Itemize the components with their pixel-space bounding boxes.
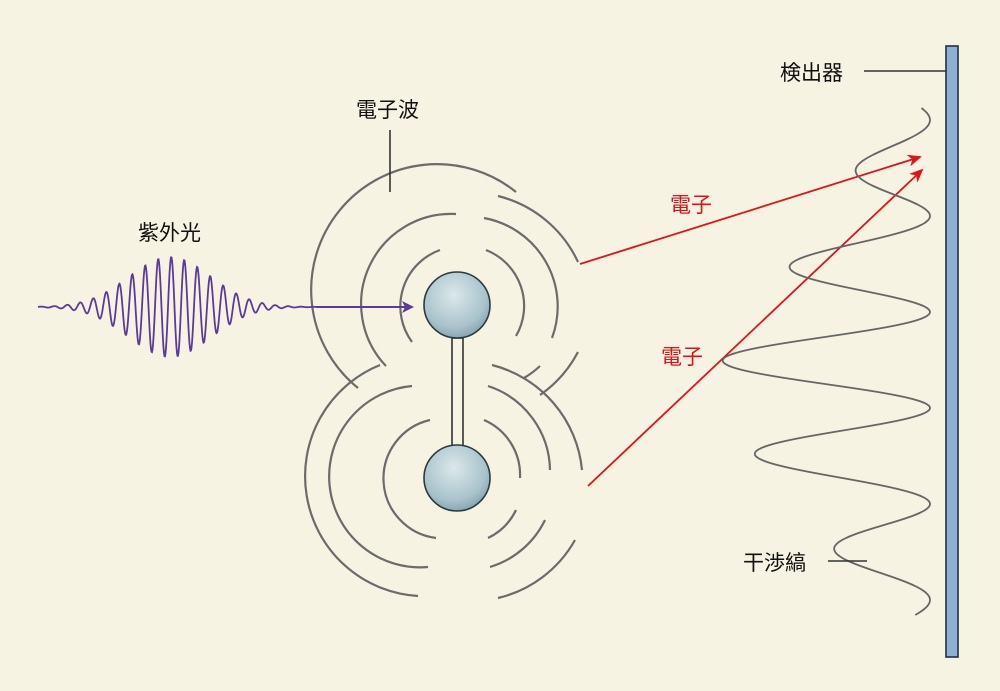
wave-ring-upper-outer-bottom xyxy=(539,351,579,396)
electron-path-lower xyxy=(587,168,924,487)
molecular-bond xyxy=(451,337,464,459)
electron-label-lower: 電子 xyxy=(661,345,703,369)
electron-wave-rings-upper xyxy=(310,163,579,396)
atom-upper xyxy=(423,271,491,339)
wave-ring-lower-mid-right xyxy=(487,384,552,471)
uv-light-wave xyxy=(37,256,316,358)
wave-ring-lower-inner-bottom xyxy=(487,509,517,539)
electron-wave-rings-lower xyxy=(303,363,584,600)
wave-ring-lower-inner xyxy=(382,418,437,540)
uv-light-label: 紫外光 xyxy=(138,221,201,245)
wave-ring-upper-outer-right xyxy=(497,194,579,263)
detector-plate xyxy=(945,45,959,658)
wave-ring-lower-mid xyxy=(328,384,429,569)
wave-ring-upper-outer xyxy=(310,163,517,389)
molecule xyxy=(423,271,491,512)
wave-ring-upper-inner-right xyxy=(485,248,526,337)
wave-ring-upper-mid-bottom xyxy=(523,365,541,379)
interference-fringe-curve xyxy=(721,107,931,616)
electron-label-upper: 電子 xyxy=(670,193,712,217)
wave-ring-lower-outer xyxy=(303,363,419,598)
atom-lower xyxy=(423,444,491,512)
wave-ring-lower-inner-right xyxy=(483,418,522,479)
wave-ring-lower-outer-right xyxy=(491,363,584,471)
detector-label: 検出器 xyxy=(780,61,843,85)
wave-ring-upper-mid-right xyxy=(483,216,559,339)
wave-ring-upper-mid xyxy=(360,212,457,367)
wave-ring-upper-inner xyxy=(399,248,441,343)
wave-ring-lower-mid-bottom xyxy=(489,519,546,569)
electron-wave-label: 電子波 xyxy=(356,98,419,122)
interference-fringes-label: 干渉縞 xyxy=(743,551,806,575)
electron-path-upper xyxy=(579,154,922,265)
wave-ring-lower-outer-bottom xyxy=(497,539,576,600)
